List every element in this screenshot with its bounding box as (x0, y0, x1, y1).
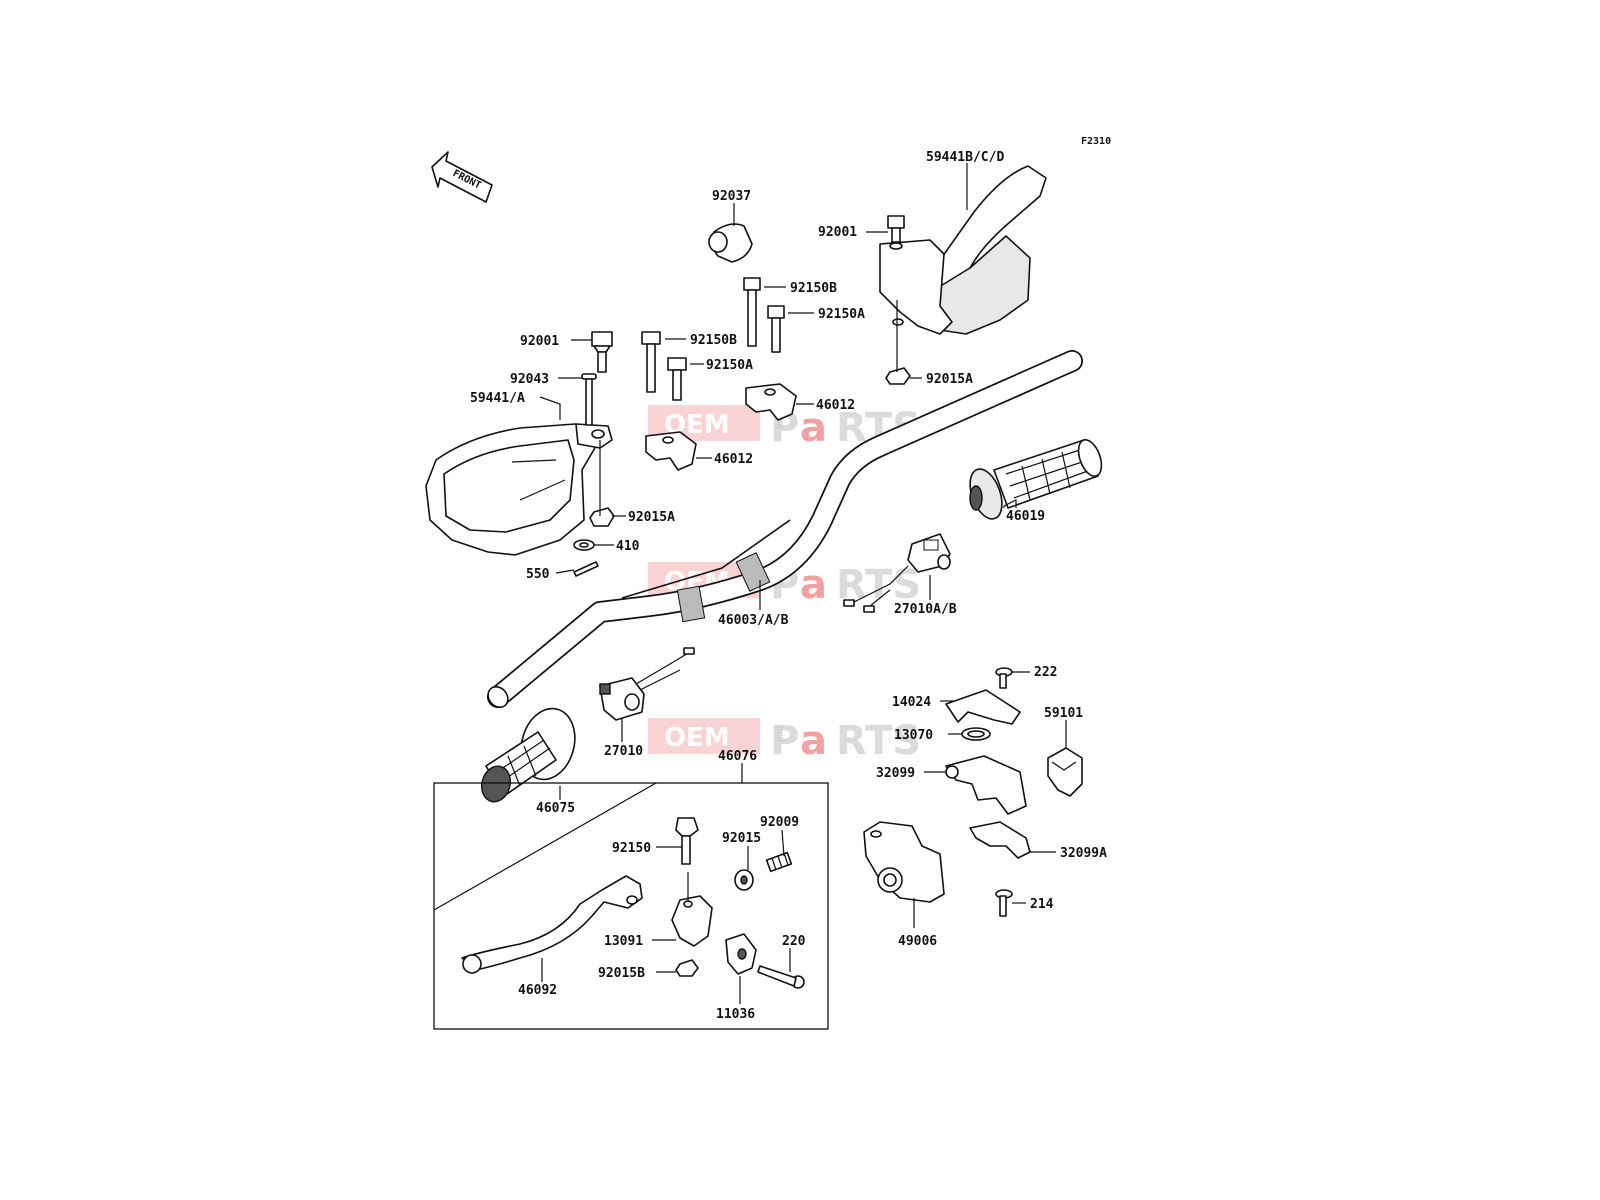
label-92150a-right[interactable]: 92150A (818, 307, 865, 322)
throttle-body-49006 (863, 821, 945, 903)
lever-kit-box-diagonal (433, 782, 657, 911)
label-92015a-left[interactable]: 92015A (628, 510, 675, 525)
front-arrow-icon: FRONT (431, 151, 493, 203)
clamp-11036 (725, 933, 757, 975)
label-550[interactable]: 550 (526, 567, 550, 582)
housing-32099 (945, 755, 1027, 815)
label-92015a-right[interactable]: 92015A (926, 372, 973, 387)
label-220[interactable]: 220 (782, 934, 806, 949)
svg-text:RTS: RTS (836, 718, 921, 764)
label-410[interactable]: 410 (616, 539, 640, 554)
pin-92043 (581, 373, 597, 426)
grip-46075 (480, 707, 576, 803)
handlebar (487, 350, 1083, 709)
holder-46012-right (745, 383, 797, 421)
nut-92015a-right (885, 367, 911, 385)
clamp-92037 (708, 223, 753, 263)
leader-lines (539, 163, 1067, 1004)
lever-46092 (461, 875, 643, 974)
label-32099a[interactable]: 32099A (1060, 846, 1107, 861)
screw-214 (995, 889, 1013, 917)
figure-code: F2310 (1081, 136, 1111, 147)
switch-27010ab (843, 533, 951, 613)
part-labels: 59441B/C/D 92037 92001 92150B 92150A 920… (470, 150, 1107, 1022)
watermark-3: OEM BIKE P a RTS (648, 718, 921, 764)
label-27010[interactable]: 27010 (604, 744, 643, 759)
label-32099[interactable]: 32099 (876, 766, 915, 781)
svg-text:OEM: OEM (664, 723, 730, 753)
label-92150[interactable]: 92150 (612, 841, 651, 856)
label-46012-right[interactable]: 46012 (816, 398, 855, 413)
nut-92015a-left (589, 507, 615, 527)
label-46019[interactable]: 46019 (1006, 509, 1045, 524)
label-59441a[interactable]: 59441/A (470, 391, 525, 406)
label-214[interactable]: 214 (1030, 897, 1054, 912)
nut-92015 (734, 869, 754, 891)
label-46076[interactable]: 46076 (718, 749, 757, 764)
holder-32099a (969, 821, 1031, 859)
label-92150b-left[interactable]: 92150B (690, 333, 737, 348)
label-92037[interactable]: 92037 (712, 189, 751, 204)
bolt-92150a-right (767, 305, 785, 353)
label-92001-left[interactable]: 92001 (520, 334, 559, 349)
label-11036[interactable]: 11036 (716, 1007, 755, 1022)
label-59101[interactable]: 59101 (1044, 706, 1083, 721)
label-92015[interactable]: 92015 (722, 831, 761, 846)
svg-text:a: a (800, 562, 827, 608)
switch-27010 (599, 647, 695, 721)
lever-kit-box (433, 782, 829, 1030)
label-46092[interactable]: 46092 (518, 983, 557, 998)
label-46012-left[interactable]: 46012 (714, 452, 753, 467)
screw-222 (995, 667, 1013, 689)
label-46075[interactable]: 46075 (536, 801, 575, 816)
svg-text:a: a (800, 405, 827, 451)
label-46003ab[interactable]: 46003/A/B (718, 613, 789, 628)
ring-13070 (961, 727, 991, 741)
cover-14024 (945, 689, 1021, 725)
bolt-92001-left (591, 331, 613, 373)
svg-text:BIKE: BIKE (776, 724, 785, 742)
label-13091[interactable]: 13091 (604, 934, 643, 949)
label-92001-right[interactable]: 92001 (818, 225, 857, 240)
bolt-92150a-left (667, 357, 687, 401)
hand-guard-left (425, 423, 613, 556)
label-59441bcd[interactable]: 59441B/C/D (926, 150, 1004, 165)
label-14024[interactable]: 14024 (892, 695, 931, 710)
label-13070[interactable]: 13070 (894, 728, 933, 743)
holder-13091 (671, 895, 713, 947)
svg-text:P: P (770, 718, 799, 764)
label-92150b-right[interactable]: 92150B (790, 281, 837, 296)
label-49006[interactable]: 49006 (898, 934, 937, 949)
label-92009[interactable]: 92009 (760, 815, 799, 830)
bolt-92001-right (887, 215, 905, 243)
knurl-center (676, 552, 771, 623)
hand-guard-right (879, 165, 1047, 335)
screw-220 (757, 965, 805, 989)
label-27010ab[interactable]: 27010A/B (894, 602, 957, 617)
grip-46019 (969, 439, 1103, 520)
label-92015b[interactable]: 92015B (598, 966, 645, 981)
nut-92015b (675, 959, 699, 977)
label-92043[interactable]: 92043 (510, 372, 549, 387)
cotter-pin-550 (573, 561, 599, 577)
adjuster-92009 (765, 851, 793, 873)
bolt-92150b-left (641, 331, 661, 393)
svg-text:BIKE: BIKE (776, 411, 785, 429)
label-222[interactable]: 222 (1034, 665, 1057, 680)
holder-46012-left (645, 431, 697, 471)
svg-text:a: a (800, 718, 827, 764)
label-92150a-left[interactable]: 92150A (706, 358, 753, 373)
cover-59101 (1047, 747, 1083, 797)
bolt-92150b-right (743, 277, 761, 347)
washer-410 (573, 539, 595, 551)
bolt-92150 (675, 817, 699, 865)
